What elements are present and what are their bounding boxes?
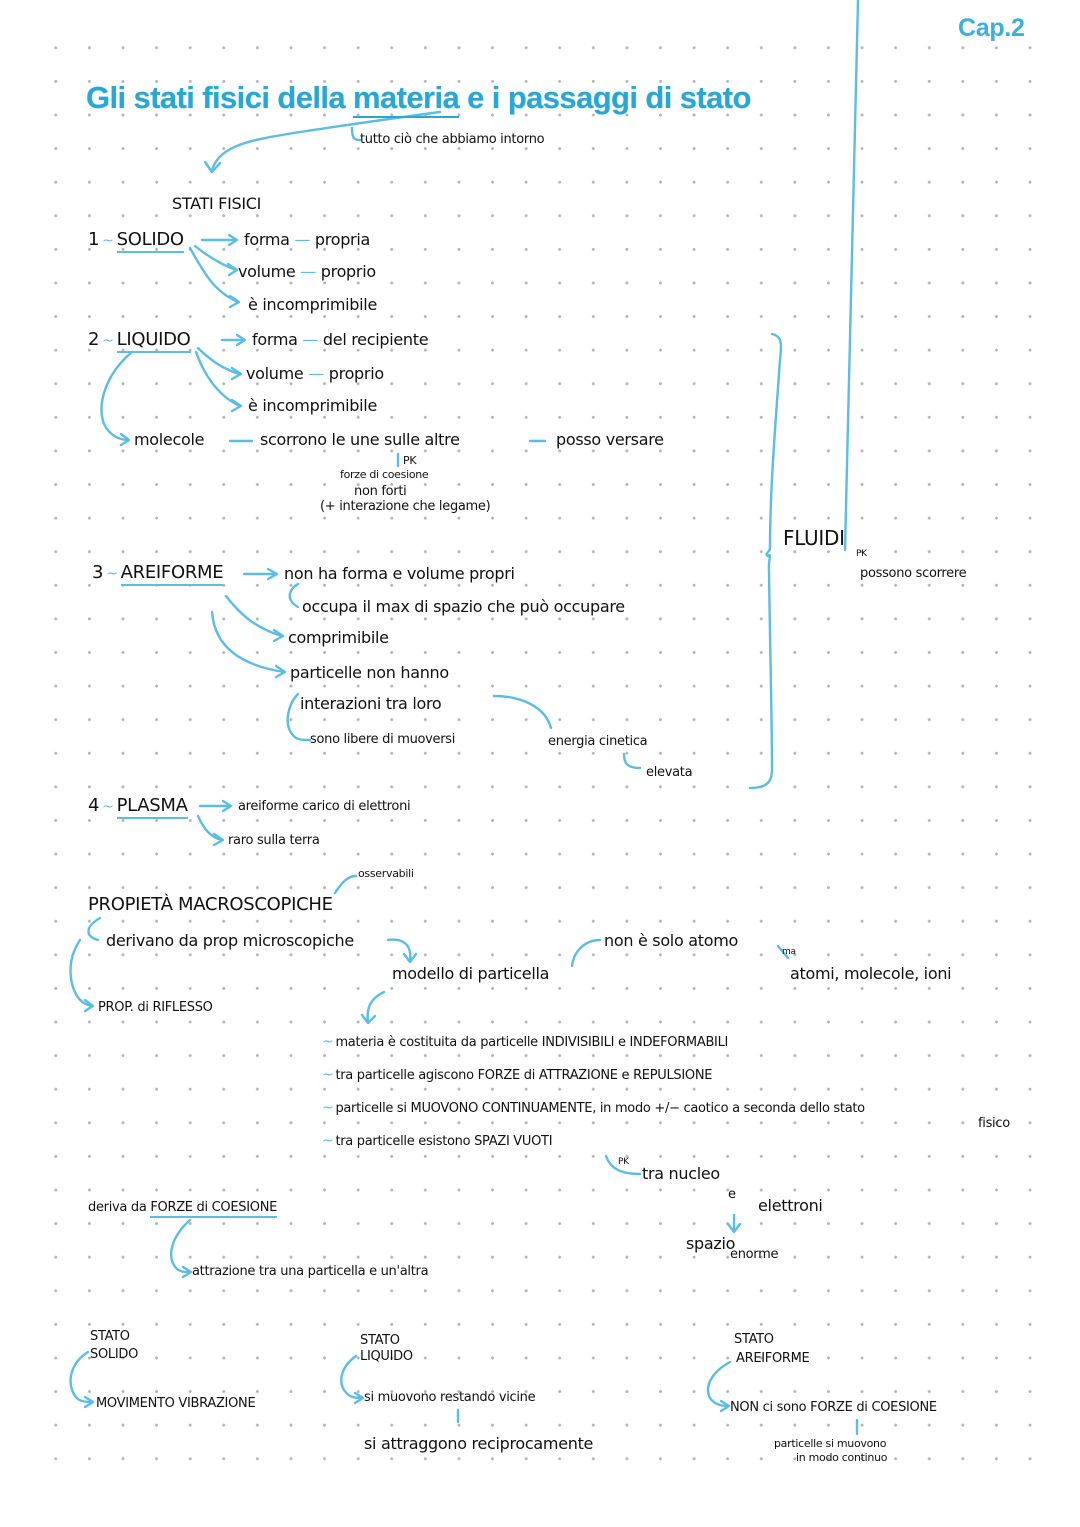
aeriforme-heading: 3~AREIFORME [92, 562, 224, 586]
title-materia: materia [353, 80, 460, 118]
liquido-prop-volume: volume — proprio [246, 364, 384, 383]
macro-bullet-3: ~tra particelle esistono SPAZI VUOTI [322, 1133, 553, 1149]
macro-tra-nucleo: tra nucleo [642, 1164, 720, 1183]
bottom-liquido-line2: LIQUIDO [360, 1349, 413, 1364]
aeriforme-prop-5: sono libere di muoversi [310, 732, 456, 747]
liquido-forze-3: (+ interazione che legame) [320, 499, 491, 514]
macro-ma: ma [782, 947, 796, 957]
liquido-number: 2 [88, 329, 100, 350]
bottom-aeriforme-line1: STATO [734, 1332, 774, 1347]
macro-atomi: atomi, molecole, ioni [790, 964, 952, 983]
solido-name: SOLIDO [116, 229, 184, 253]
solido-heading: 1~SOLIDO [88, 229, 184, 253]
macro-osservabili: osservabili [358, 867, 414, 880]
aeriforme-prop-2: comprimibile [288, 628, 389, 647]
macro-bullet-0: ~materia è costituita da particelle INDI… [322, 1034, 729, 1050]
bottom-liquido-sub: si attraggono reciprocamente [364, 1434, 594, 1453]
aeriforme-name: AREIFORME [120, 562, 224, 586]
liquido-molecole: molecole [134, 430, 205, 449]
aeriforme-prop-3: particelle non hanno [290, 663, 449, 682]
aeriforme-prop-0: non ha forma e volume propri [284, 564, 515, 583]
bottom-aeriforme-sub2: in modo continuo [796, 1451, 888, 1464]
macro-spazio: spazio [686, 1234, 736, 1253]
plasma-prop-0: areiforme carico di elettroni [238, 799, 411, 814]
macro-enorme: enorme [730, 1247, 779, 1262]
bottom-liquido-desc: si muovono restando vicine [364, 1390, 536, 1405]
liquido-forze-1: forze di coesione [340, 468, 429, 481]
liquido-forze-2: non forti [354, 484, 407, 499]
liquido-prop-incomprimibile: è incomprimibile [248, 396, 377, 415]
bottom-aeriforme-desc: NON ci sono FORZE di COESIONE [730, 1400, 937, 1415]
plasma-prop-1: raro sulla terra [228, 833, 320, 848]
macro-heading: PROPIETÀ MACROSCOPICHE [88, 894, 333, 915]
title-part-1: Gli stati fisici della [86, 80, 354, 115]
coesione-definition: attrazione tra una particella e un'altra [192, 1264, 429, 1279]
chapter-label: Cap.2 [958, 14, 1025, 42]
materia-note: tutto ciò che abbiamo intorno [360, 132, 545, 147]
plasma-number: 4 [88, 795, 100, 816]
aeriforme-number: 3 [92, 562, 104, 583]
liquido-posso-versare: posso versare [556, 430, 664, 449]
aeriforme-prop-1: occupa il max di spazio che può occupare [302, 597, 625, 616]
liquido-scorrono: scorrono le une sulle altre [260, 430, 460, 449]
stati-fisici-heading: STATI FISICI [172, 194, 262, 213]
title-part-2: e i passaggi di stato [459, 80, 751, 115]
macro-riflesso: PROP. di RIFLESSO [98, 1000, 213, 1015]
solido-number: 1 [88, 229, 100, 250]
macro-e: e [728, 1187, 736, 1202]
solido-prop-volume: volume — proprio [238, 262, 376, 281]
liquido-heading: 2~LIQUIDO [88, 329, 191, 353]
fluidi-note: possono scorrere [860, 566, 967, 581]
solido-prop-incomprimibile: è incomprimibile [248, 295, 377, 314]
liquido-name: LIQUIDO [116, 329, 191, 353]
macro-bullet-2: ~particelle si MUOVONO CONTINUAMENTE, in… [322, 1100, 865, 1116]
page-title: Gli stati fisici della materia e i passa… [86, 80, 751, 118]
solido-prop-forma: forma — propria [244, 230, 370, 249]
bottom-solido-line1: STATO [90, 1329, 130, 1344]
bottom-aeriforme-line2: AREIFORME [736, 1351, 810, 1366]
macro-modello: modello di particella [392, 964, 550, 983]
liquido-pk: PK [403, 454, 417, 467]
aeriforme-prop-4: interazioni tra loro [300, 694, 442, 713]
aeriforme-energia: energia cinetica [548, 734, 648, 749]
macro-fisico: fisico [978, 1116, 1010, 1131]
macro-elettroni: elettroni [758, 1196, 823, 1215]
plasma-heading: 4~PLASMA [88, 795, 188, 819]
fluidi-label: FLUIDI [783, 526, 845, 550]
coesione-derive: deriva da FORZE di COESIONE [88, 1200, 277, 1218]
bottom-solido-desc: MOVIMENTO VIBRAZIONE [96, 1396, 256, 1411]
bottom-solido-line2: SOLIDO [90, 1347, 139, 1362]
plasma-name: PLASMA [116, 795, 188, 819]
bottom-liquido-line1: STATO [360, 1333, 400, 1348]
macro-non-solo: non è solo atomo [604, 931, 738, 950]
aeriforme-elevata: elevata [646, 765, 693, 780]
bottom-aeriforme-sub: particelle si muovono [774, 1437, 887, 1450]
macro-pk: PK [618, 1157, 629, 1167]
macro-bullet-1: ~tra particelle agiscono FORZE di ATTRAZ… [322, 1067, 713, 1083]
liquido-prop-forma: forma — del recipiente [252, 330, 429, 349]
fluidi-pk: PK [856, 549, 867, 559]
macro-derivano: derivano da prop microscopiche [106, 931, 354, 950]
